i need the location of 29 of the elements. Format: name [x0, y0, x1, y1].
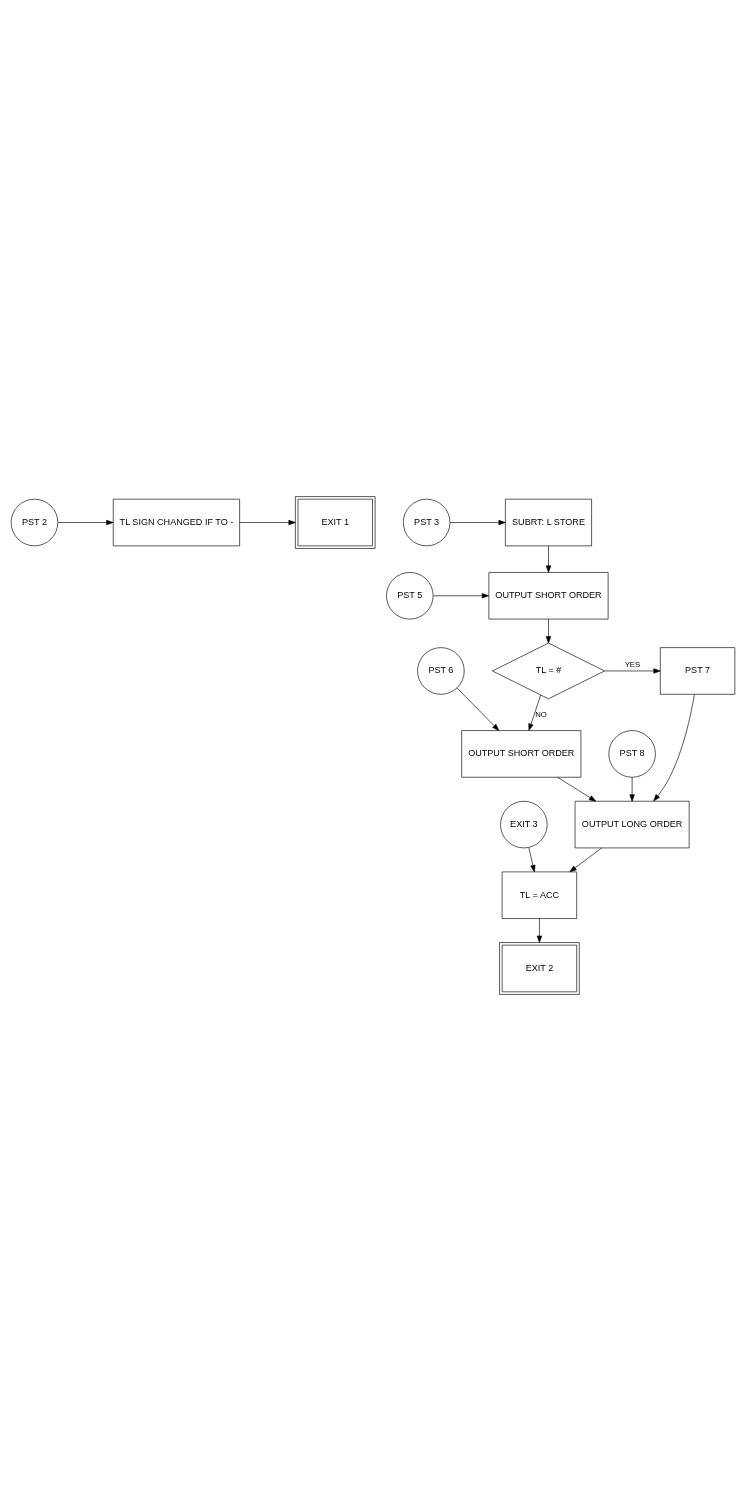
node-box: PST 7 [660, 647, 736, 695]
node-circle: PST 2 [10, 498, 59, 547]
arrow [528, 694, 541, 731]
arrow [449, 519, 506, 526]
arrow [604, 668, 661, 674]
node-box: OUTPUT LONG ORDER [574, 800, 690, 849]
arrow [545, 545, 552, 573]
node-box: TL = ACC [501, 871, 578, 919]
node-box: OUTPUT SHORT ORDER [488, 572, 609, 620]
arrow [57, 519, 114, 526]
arrow [557, 776, 597, 802]
node-diamond: TL = # [492, 642, 605, 700]
arrow [239, 519, 296, 526]
arrow [528, 847, 536, 873]
node-box: OUTPUT SHORT ORDER [461, 730, 582, 778]
node-circle: PST 6 [417, 647, 465, 695]
arrow [545, 618, 552, 644]
arrow [536, 918, 542, 943]
arrow [569, 847, 603, 873]
node-circle: EXIT 3 [500, 800, 548, 849]
node-circle: PST 5 [386, 572, 434, 620]
arrow [456, 687, 500, 731]
arrow [653, 694, 695, 802]
arrow [629, 776, 635, 802]
node-circle: PST 8 [608, 730, 656, 778]
arrow [433, 593, 489, 599]
node-circle: PST 3 [402, 498, 451, 547]
node-box: SUBRT: L STORE [505, 498, 592, 547]
node-box: TL SIGN CHANGED IF TO - [112, 498, 240, 547]
